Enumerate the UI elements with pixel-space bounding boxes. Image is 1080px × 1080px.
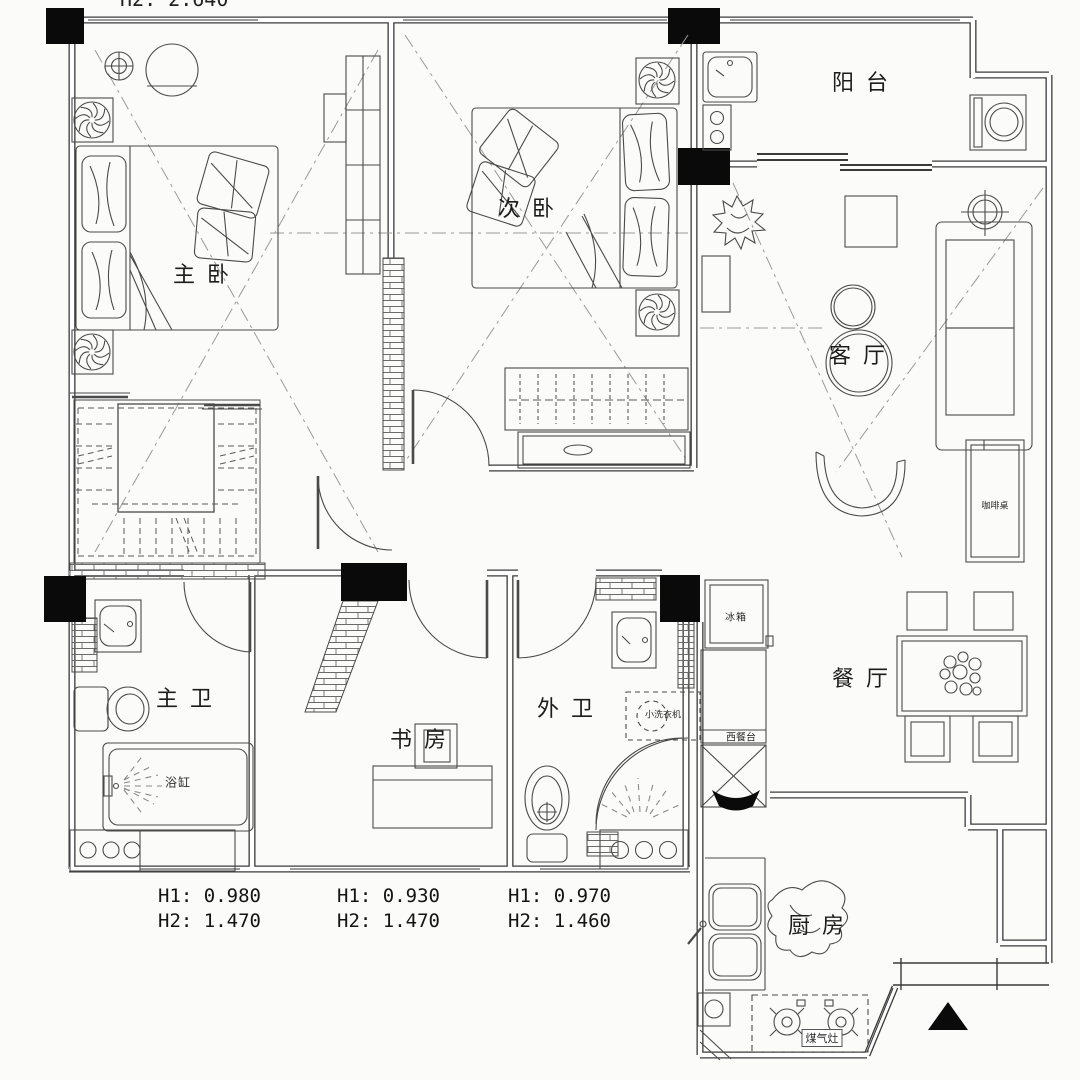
dining-table [896, 635, 1028, 717]
master-bedroom-fixtures [71, 43, 381, 375]
study-furniture [372, 723, 493, 829]
room-label-master-bedroom: 主卧 [172, 263, 242, 288]
exhaust-fan-icon [73, 333, 111, 371]
clipped-top-measurement: H2: 2.640 [120, 0, 228, 11]
plant [711, 194, 767, 251]
toilet [73, 686, 109, 732]
round-table [830, 284, 876, 330]
room-label-balcony: 阳台 [831, 71, 901, 96]
window-measurement-1: H1: 0.980 H2: 1.470 [158, 885, 261, 932]
ceiling-guide-lines [94, 34, 1044, 558]
room-label-kitchen: 厨房 [787, 914, 857, 939]
sofa [935, 221, 1033, 451]
chair [973, 591, 1014, 631]
label-mini-washer: 小洗衣机 [644, 710, 682, 721]
bathroom-sink [611, 611, 657, 669]
fridge [704, 579, 769, 649]
label-bathtub: 浴缸 [164, 775, 192, 790]
bathtub [102, 742, 254, 832]
window-measurement-2: H1: 0.930 H2: 1.470 [337, 885, 440, 932]
chair [906, 591, 948, 631]
structural-columns [44, 8, 968, 1030]
shower-screen [595, 737, 689, 831]
room-label-living-room: 客厅 [828, 344, 898, 369]
kitchen-sketch [767, 880, 849, 958]
washing-machine [969, 94, 1027, 151]
windows [88, 19, 1049, 1053]
study-door-swing [408, 579, 488, 659]
window-measurement-3: H1: 0.970 H2: 1.460 [508, 885, 611, 932]
round-table [825, 329, 893, 397]
wall-niche [701, 255, 731, 313]
label-gas-stove: 煤气灶 [801, 1029, 843, 1047]
moon-chair [145, 43, 199, 97]
label-west-counter: 西餐台 [726, 732, 756, 744]
coffee-table [965, 439, 1025, 563]
label-fridge: 冰箱 [725, 612, 747, 624]
room-label-master-bathroom: 主卫 [155, 687, 225, 712]
living-room-furniture [701, 190, 1033, 563]
tv-stand [844, 195, 898, 248]
desk [372, 765, 493, 829]
exhaust-fan-icon [73, 101, 111, 139]
north-arrow-icon [928, 1002, 968, 1030]
master-bath-fixtures [69, 599, 254, 872]
balcony-fixtures [702, 51, 1027, 151]
brick-walls [69, 257, 695, 857]
gas-stove-counter [751, 994, 869, 1053]
doors [183, 389, 597, 659]
water-spray [598, 777, 680, 818]
room-label-study: 书房 [389, 728, 459, 753]
room-label-second-bedroom: 次卧 [497, 197, 567, 222]
table-flowers [939, 651, 982, 696]
tv-cabinet [504, 367, 691, 469]
kitchen-fixtures [687, 857, 869, 1061]
guest-bath-door-swing [517, 579, 597, 659]
chair [972, 715, 1019, 763]
guest-bath-fixtures [524, 611, 701, 870]
mini-washer-outline [625, 691, 701, 741]
balcony-sink [702, 51, 758, 103]
water-spray [123, 753, 162, 817]
desk-chair [414, 723, 458, 769]
exhaust-fan-icon [638, 61, 676, 99]
chair [904, 715, 951, 763]
curved-chair [815, 451, 906, 517]
dining-set [700, 579, 1028, 811]
second-bed [466, 57, 680, 337]
walk-in-closet [70, 392, 262, 564]
exhaust-fan-icon [638, 293, 676, 331]
west-counter [700, 649, 767, 744]
kitchen-sink [708, 933, 762, 981]
bathroom-sink [94, 599, 142, 653]
room-label-guest-bathroom: 外卫 [536, 697, 606, 722]
kitchen-sink [708, 883, 762, 931]
toilet [524, 765, 570, 831]
room-label-dining-room: 餐厅 [831, 667, 901, 692]
label-coffee-table: 咖啡桌 [981, 501, 1009, 512]
master-bed [75, 145, 279, 331]
faucet [687, 927, 702, 945]
master-bedroom-door-swing [317, 475, 393, 551]
master-bath-door-swing [183, 581, 251, 653]
second-bedroom-door-swing [412, 389, 490, 467]
